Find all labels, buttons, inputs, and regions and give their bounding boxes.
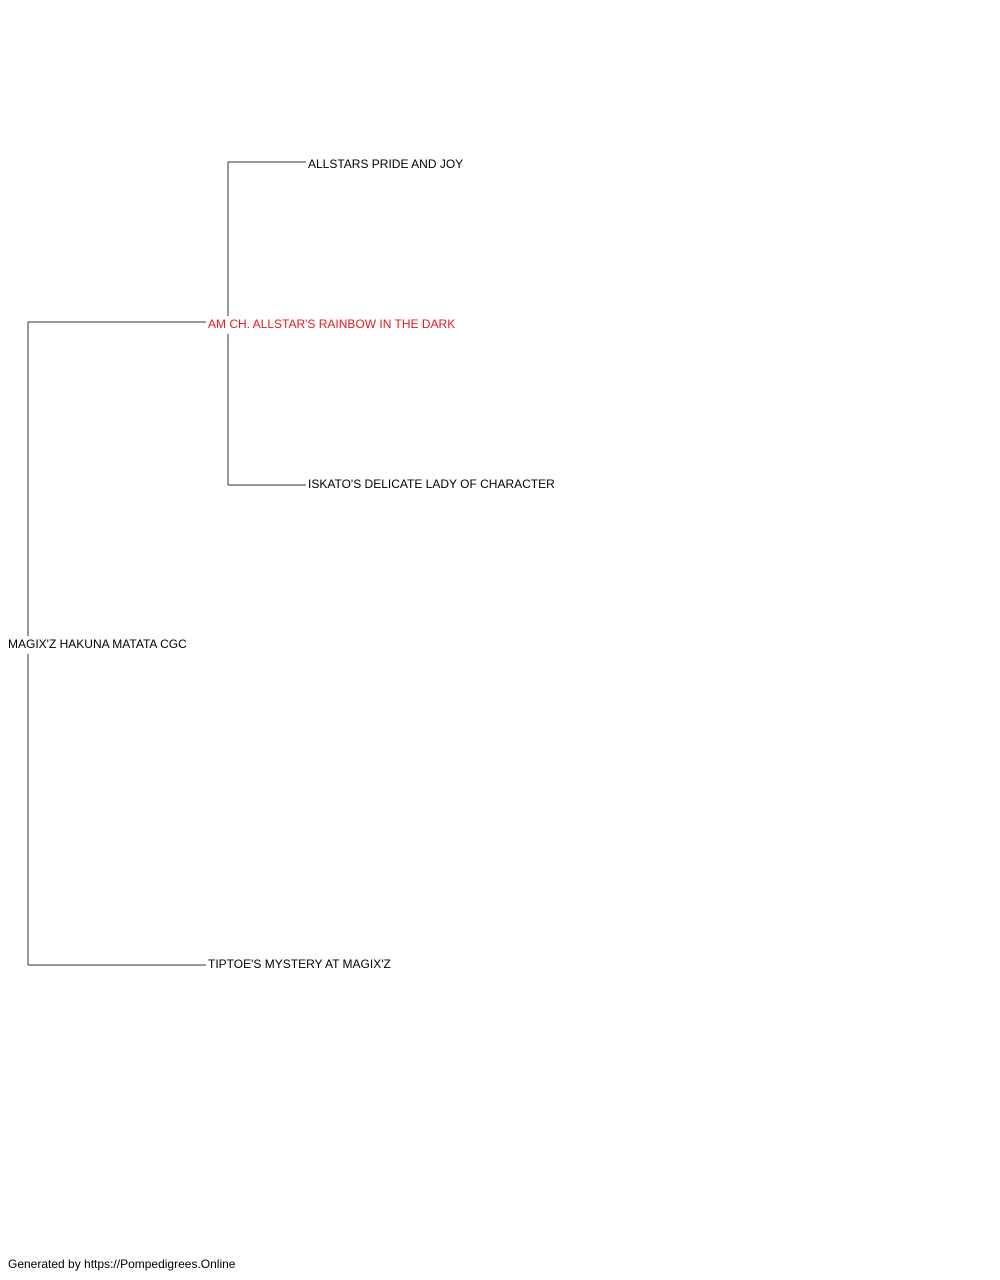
subject-name: MAGIX'Z HAKUNA MATATA CGC — [8, 637, 187, 651]
sire-dam-name: ISKATO'S DELICATE LADY OF CHARACTER — [308, 477, 555, 491]
dam-name: TIPTOE'S MYSTERY AT MAGIX'Z — [208, 957, 391, 971]
sire-sire-name: ALLSTARS PRIDE AND JOY — [308, 157, 464, 171]
generated-by-footer: Generated by https://Pompedigrees.Online — [8, 1257, 236, 1271]
sire-name: AM CH. ALLSTAR'S RAINBOW IN THE DARK — [208, 317, 456, 331]
